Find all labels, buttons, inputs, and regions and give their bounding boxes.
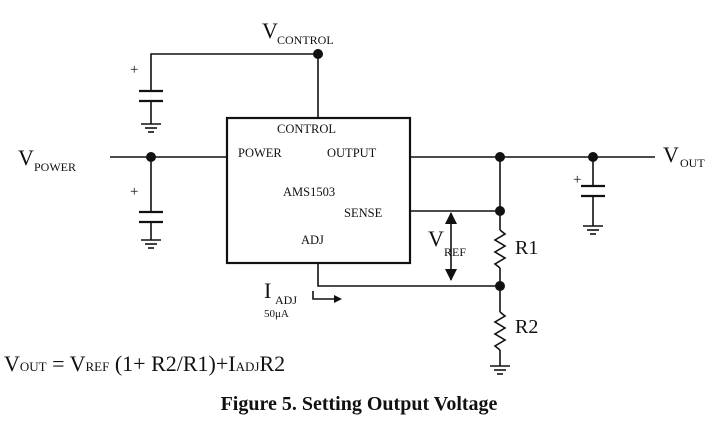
vpower-label: V bbox=[18, 145, 34, 170]
pin-sense-label: SENSE bbox=[344, 206, 383, 220]
ground-icon bbox=[490, 365, 510, 375]
cap2-plus: + bbox=[130, 184, 138, 200]
formula-vref: V bbox=[70, 351, 86, 376]
vout-label: V bbox=[663, 142, 679, 167]
pin-adj-label: ADJ bbox=[301, 233, 324, 247]
output-formula: VOUT = VREF (1+ R2/R1)+IADJR2 bbox=[4, 351, 285, 376]
formula-mid: (1+ R2/R1)+ bbox=[109, 351, 228, 376]
vref-arrow bbox=[445, 212, 457, 281]
vref-label: V bbox=[428, 226, 444, 251]
r2-label: R2 bbox=[515, 316, 538, 338]
vout-subscript: OUT bbox=[680, 156, 705, 170]
formula-tail: R2 bbox=[259, 351, 285, 376]
control-cap-wire bbox=[150, 53, 318, 91]
pin-power-label: POWER bbox=[238, 146, 282, 160]
formula-vout: V bbox=[4, 351, 20, 376]
formula-vref-sub: REF bbox=[86, 359, 110, 374]
ground-icon bbox=[583, 225, 603, 235]
adj-wire bbox=[317, 263, 500, 287]
iadj-arrow bbox=[312, 291, 342, 303]
cap3-plus: + bbox=[573, 172, 581, 188]
r2-resistor bbox=[493, 311, 507, 351]
ic-name: AMS1503 bbox=[283, 185, 335, 199]
pin-control-label: CONTROL bbox=[277, 122, 336, 136]
ground-icon bbox=[141, 239, 161, 249]
iadj-subscript: ADJ bbox=[275, 293, 297, 307]
ground-icon bbox=[141, 123, 161, 133]
figure-caption: Figure 5. Setting Output Voltage bbox=[221, 393, 498, 415]
r1-label: R1 bbox=[515, 237, 538, 259]
formula-eq: = bbox=[47, 351, 70, 376]
formula-vout-sub: OUT bbox=[20, 359, 47, 374]
iadj-label: I bbox=[264, 278, 271, 303]
cap1-plus: + bbox=[130, 62, 138, 78]
formula-text: VOUT = VREF (1+ R2/R1)+IADJR2 bbox=[4, 351, 285, 376]
formula-iadj: I bbox=[228, 351, 235, 376]
vpower-subscript: POWER bbox=[34, 160, 76, 174]
formula-iadj-sub: ADJ bbox=[236, 359, 260, 374]
pin-output-label: OUTPUT bbox=[327, 146, 377, 160]
iadj-value: 50μA bbox=[264, 308, 289, 320]
vref-subscript: REF bbox=[444, 245, 466, 259]
vcontrol-label: V bbox=[262, 18, 278, 43]
sense-node bbox=[495, 206, 505, 216]
vcontrol-subscript: CONTROL bbox=[277, 33, 334, 47]
r1-resistor bbox=[493, 229, 507, 269]
